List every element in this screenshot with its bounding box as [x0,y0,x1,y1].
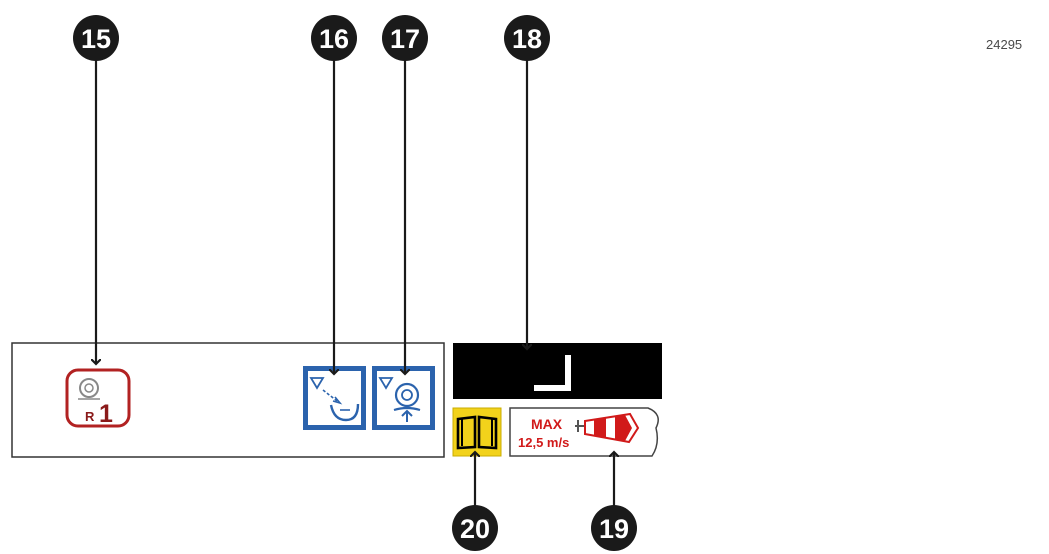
callout-15: 15 [73,15,119,61]
callout-16-number: 16 [319,24,349,54]
lower-outrigger-icon [303,366,366,430]
callout-17: 17 [382,15,428,61]
callout-20: 20 [452,505,498,551]
rope-reel-icon: R 1 [65,368,131,428]
callout-17-number: 17 [390,24,420,54]
callout-19: 19 [591,505,637,551]
manual-book-icon [452,407,502,457]
rope-reel-r-label: R [85,409,95,424]
windsock-icon: MAX 12,5 m/s [509,407,659,457]
callout-16: 16 [311,15,357,61]
callout-18-number: 18 [512,24,542,54]
wind-speed-label: 12,5 m/s [518,435,569,450]
rope-reel-number-label: 1 [99,400,113,428]
callout-19-number: 19 [599,514,629,544]
raise-outrigger-icon [372,366,435,430]
corner-bracket-icon [453,343,662,399]
callout-15-number: 15 [81,24,111,54]
callout-20-number: 20 [460,514,490,544]
document-id: 24295 [986,37,1023,52]
callout-18: 18 [504,15,550,61]
wind-max-label: MAX [531,416,563,432]
